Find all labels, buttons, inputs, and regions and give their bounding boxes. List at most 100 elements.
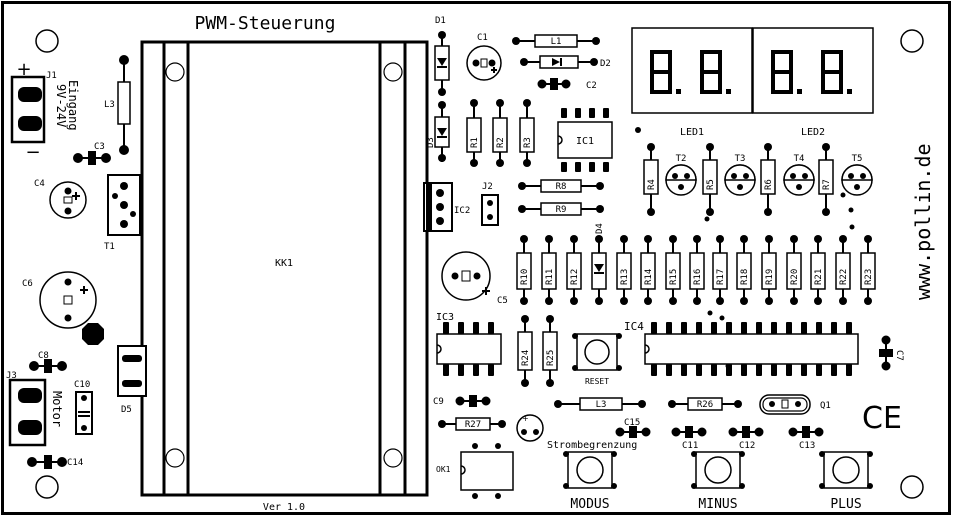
heatsink-kk1 [140,40,429,497]
resistor-r22-label: R22 [839,269,849,285]
ic1-pins [561,108,609,172]
diode-d1 [434,31,450,96]
resistor-r25: R25 [542,315,558,387]
transistor-t3: T3 [724,154,756,196]
input-label-eingang: Eingang [66,80,80,131]
led-indicator: + [516,414,544,442]
capacitor-c9 [455,395,491,407]
led-displays: LED1 LED2 [631,27,874,138]
ic3-label: IC3 [436,312,454,323]
ic1 [557,121,613,159]
diode-d4: D4 [591,223,607,305]
resistor-r4: R4 [643,143,659,216]
transistor-t2-label: T2 [676,154,687,164]
capacitor-c12-label: C12 [739,441,755,451]
capacitor-c13-label: C13 [799,441,815,451]
heatsink-label: KK1 [275,258,293,269]
inductor-l1 [512,34,600,48]
resistor-r6-label: R6 [764,179,774,190]
capacitor-c14 [27,455,67,469]
resistor-r18-label: R18 [740,269,750,285]
ic2-label: IC2 [454,206,470,216]
ic3-pins [443,322,494,376]
resistor-r21-label: R21 [814,269,824,285]
d3-label: D3 [426,137,436,148]
modus-label: MODUS [570,497,609,512]
led-display-2-label: LED2 [801,127,825,138]
motor-connector-j3 [8,378,47,447]
j3-label: J3 [6,371,17,381]
l2-label: L3 [104,100,115,110]
c8-label: C8 [38,351,49,361]
inductor-l2 [117,55,131,155]
resistor-r1: R1 [466,99,482,167]
capacitor-c11-label: C11 [682,441,698,451]
input-label-voltage: 9V-24V [54,84,68,127]
ic1-label: IC1 [576,136,594,147]
ic4 [644,333,859,365]
inductor-l3 [554,397,646,411]
resistor-r13-label: R13 [620,269,630,285]
transistor-t3-label: T3 [735,154,746,164]
resistor-r9: R9 [518,202,604,216]
resistor-r3-label: R3 [523,137,533,148]
capacitor-row: C11 C12 C13 [671,426,824,451]
led-display-2: LED2 [752,27,874,138]
resistor-r10-label: R10 [520,269,530,285]
capacitor-c10 [75,391,93,435]
diode-d5 [117,345,147,397]
minus-button[interactable]: MINUS [691,451,745,512]
resistor-r12-label: R12 [570,269,580,285]
r27-label: R27 [465,420,481,430]
resistor-r17-label: R17 [716,269,726,285]
modus-button[interactable]: MODUS [563,451,617,512]
capacitor-c11 [671,426,707,438]
resistor-r24: R24 [517,315,533,387]
q1-label: Q1 [820,401,831,411]
website-label: www.pollin.de [911,143,935,300]
capacitor-c4 [49,181,87,219]
led-display-1-label: LED1 [680,127,704,138]
capacitor-c13 [788,426,824,438]
resistor-r14: R14 [640,235,656,305]
capacitor-c7 [879,335,893,371]
pad-octagon [82,323,104,345]
resistor-r19-label: R19 [765,269,775,285]
led-display-1: LED1 [631,27,753,138]
j1-label: J1 [46,71,57,81]
capacitor-c8 [29,359,67,373]
diode-d3 [434,101,450,162]
ce-mark: CE [862,401,902,436]
resistor-r1-label: R1 [470,137,480,148]
capacitor-c15 [615,426,651,438]
c1-label: C1 [477,33,488,43]
c5-label: C5 [497,296,508,306]
resistor-r2: R2 [492,99,508,167]
c10-label: C10 [74,380,90,390]
ic2 [423,182,453,232]
resistor-r2-label: R2 [496,137,506,148]
transistor-t5-label: T5 [852,154,863,164]
capacitor-c12 [728,426,764,438]
resistor-r23-label: R23 [864,269,874,285]
resistor-r19: R19 [761,235,777,305]
resistor-r11: R11 [541,235,557,305]
ic4-pins [651,322,852,376]
d2-label: D2 [600,59,611,69]
resistor-r15: R15 [665,235,681,305]
resistor-r11-label: R11 [545,269,555,285]
transistor-t2: T2 [665,154,697,196]
resistor-r17: R17 [712,235,728,305]
capacitor-c6 [39,271,97,329]
resistor-r24-label: R24 [521,350,531,366]
board-title: PWM-Steuerung [195,13,336,34]
resistor-r14-label: R14 [644,269,654,285]
diode-d2 [520,55,598,69]
plus-button[interactable]: PLUS [819,451,873,512]
resistor-r5: R5 [702,143,718,216]
d1-label: D1 [435,16,446,26]
reset-button[interactable] [572,333,622,371]
resistor-r8: R8 [518,179,604,193]
resistor-r8-label: R8 [556,182,567,192]
